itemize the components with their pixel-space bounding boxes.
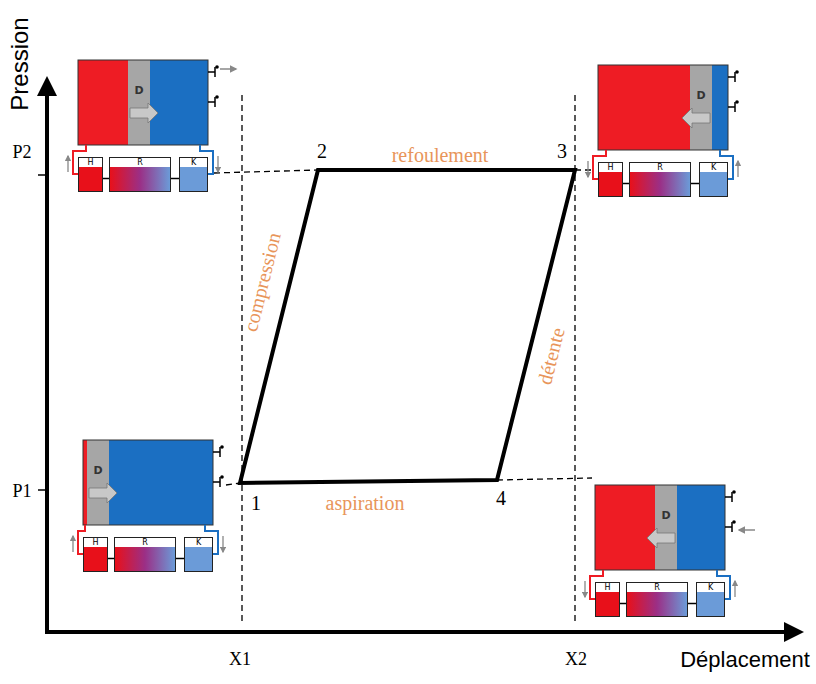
pipe-connector [176, 558, 184, 560]
component-letter: R [630, 163, 690, 172]
axis-value: P1 [12, 482, 31, 502]
cycle-outline [240, 170, 575, 483]
phase-label: compression [239, 230, 285, 333]
component-letter: K [697, 583, 724, 592]
exchanger-box: R [109, 157, 171, 192]
pipe-connector [691, 183, 699, 185]
pipe-connector [171, 178, 179, 180]
exchanger-box: K [699, 162, 728, 197]
point-number: 2 [317, 140, 327, 162]
piston-band: D [655, 485, 677, 570]
component-letter: K [185, 538, 212, 547]
exchanger-box: K [184, 537, 213, 572]
piston-band: D [690, 65, 712, 150]
component-letter: K [180, 158, 207, 167]
exchanger-box: R [626, 582, 688, 617]
point-number: 1 [251, 492, 261, 514]
component-letter: K [700, 163, 727, 172]
axis-value: X1 [229, 650, 251, 670]
piston-band: D [128, 60, 150, 145]
axis-value: X2 [565, 650, 587, 670]
exchanger-box: H [595, 582, 620, 617]
piston-letter: D [128, 84, 150, 97]
component-letter: H [84, 538, 107, 547]
piston-band: D [87, 440, 109, 525]
component-letter: H [596, 583, 619, 592]
pipe-connector [688, 603, 696, 605]
axis-title: Déplacement [680, 648, 810, 672]
point-number: 3 [557, 140, 567, 162]
component-letter: R [110, 158, 170, 167]
exchanger-box: H [78, 157, 103, 192]
exchanger-box: K [696, 582, 725, 617]
exchanger-box: H [598, 162, 623, 197]
piston-letter: D [690, 89, 712, 102]
piston-letter: D [87, 464, 109, 477]
axis-value: P2 [12, 143, 31, 163]
component-letter: R [115, 538, 175, 547]
exchanger-box: K [179, 157, 208, 192]
piston-letter: D [655, 509, 677, 522]
component-letter: R [627, 583, 687, 592]
component-letter: H [599, 163, 622, 172]
exchanger-box: H [83, 537, 108, 572]
component-letter: H [79, 158, 102, 167]
phase-label: aspiration [326, 492, 405, 514]
exchanger-box: R [114, 537, 176, 572]
ticks [38, 175, 46, 490]
phase-label: détente [533, 325, 568, 386]
guide-lines [214, 95, 592, 622]
point-number: 4 [496, 487, 506, 509]
phase-label: refoulement [392, 144, 489, 166]
axis-title: Pression [7, 17, 33, 110]
exchanger-box: R [629, 162, 691, 197]
axes [45, 80, 800, 634]
